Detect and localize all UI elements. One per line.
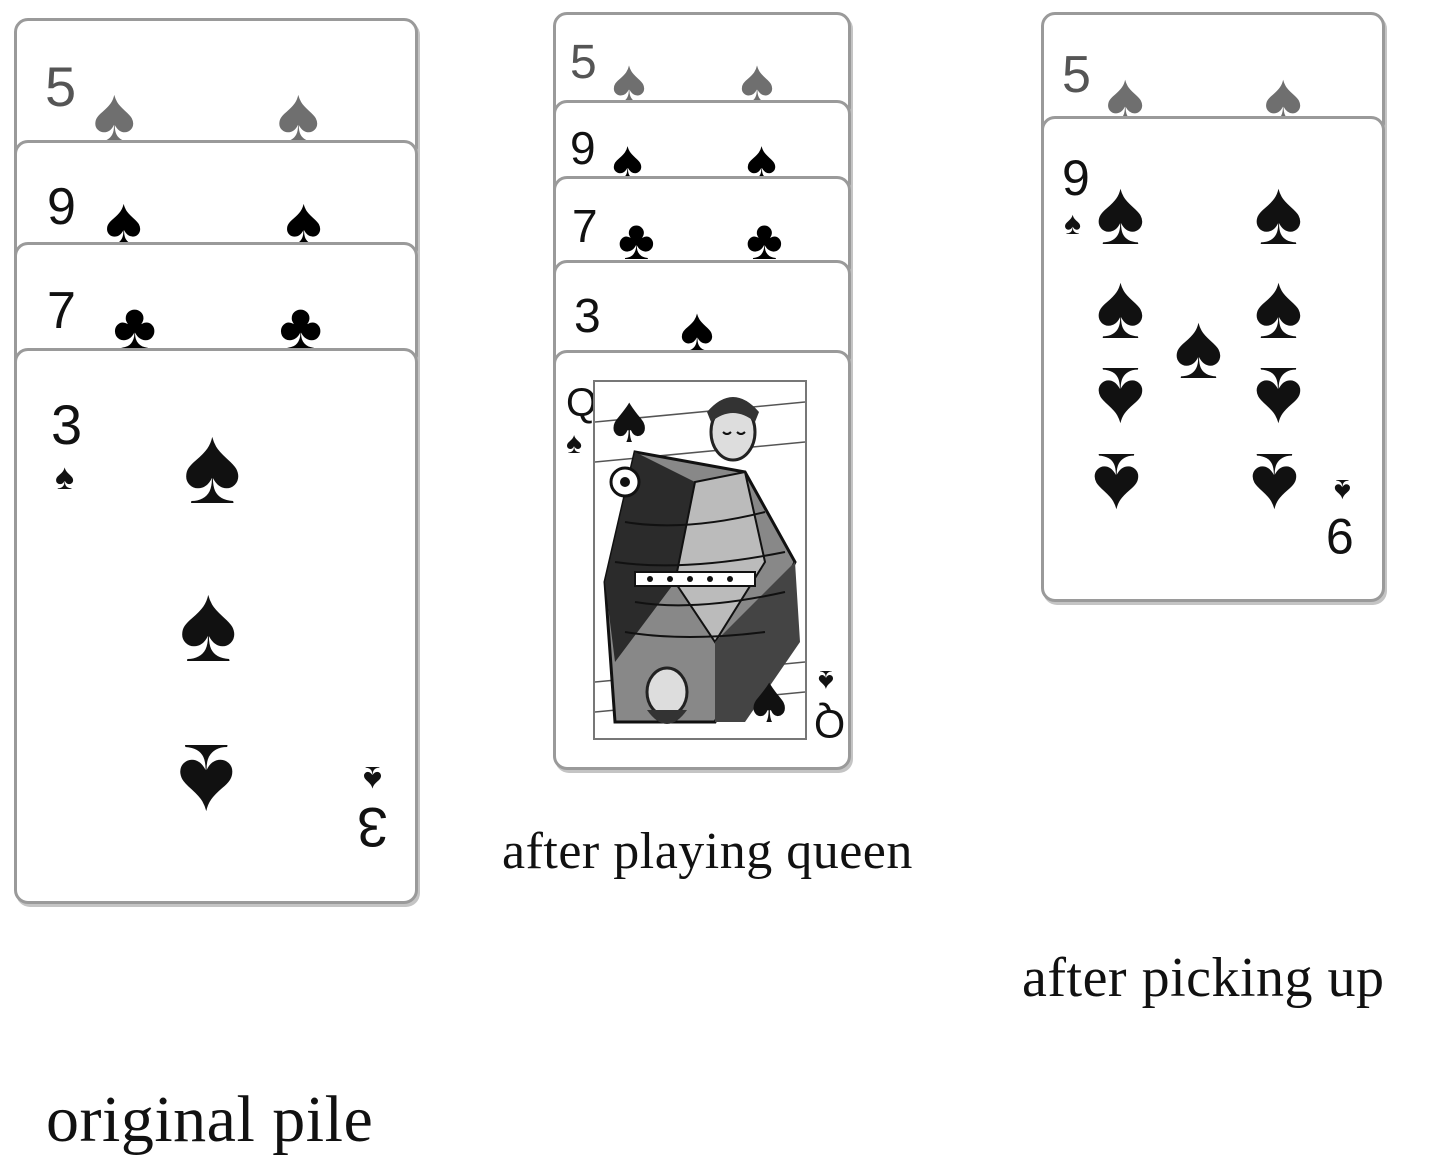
- spade-icon: ♠: [1096, 261, 1145, 353]
- spade-icon: ♠: [1254, 167, 1303, 259]
- card-rank-top: 3: [51, 397, 82, 453]
- card-rank-bottom: 3: [357, 799, 388, 855]
- queen-face-artwork: ♠ ♠: [593, 380, 807, 740]
- card-rank-bottom: Q: [814, 703, 845, 743]
- spade-icon: ♠: [179, 569, 237, 679]
- card-rank-top: 9: [1062, 153, 1090, 203]
- spade-icon: ♠: [363, 761, 382, 797]
- spade-icon: ♠: [1096, 167, 1145, 259]
- spade-icon: ♠: [183, 411, 241, 521]
- caption-after-playing-queen: after playing queen: [502, 822, 913, 881]
- card-rank: 5: [45, 59, 76, 115]
- spade-icon: ♠: [1254, 353, 1303, 445]
- spade-icon: ♠: [1064, 207, 1081, 239]
- card-rank: 9: [47, 181, 76, 233]
- spade-icon: ♠: [177, 727, 235, 837]
- spade-icon: ♠: [1092, 439, 1141, 531]
- card-rank: 7: [572, 203, 598, 249]
- spade-icon: ♠: [1254, 261, 1303, 353]
- card-rank: 9: [570, 125, 596, 171]
- caption-after-picking-up: after picking up: [1022, 946, 1385, 1010]
- card-rank-bottom: 9: [1326, 511, 1354, 561]
- card-9-spades[interactable]: 9 ♠ ♠ ♠ ♠ ♠ ♠ ♠ ♠ ♠ ♠ ♠ 9: [1041, 116, 1385, 602]
- spade-icon: ♠: [1250, 439, 1299, 531]
- caption-original-pile: original pile: [46, 1082, 373, 1158]
- spade-icon: ♠: [1096, 353, 1145, 445]
- spade-icon: ♠: [1334, 475, 1351, 507]
- card-rank: 5: [570, 39, 597, 87]
- card-queen-spades[interactable]: Q ♠: [553, 350, 851, 770]
- spade-icon: ♠: [566, 429, 582, 459]
- spade-icon: ♠: [55, 459, 74, 495]
- spade-icon: ♠: [818, 665, 834, 695]
- svg-text:♠: ♠: [605, 392, 653, 455]
- spade-icon: ♠: [1174, 301, 1223, 393]
- card-rank: 7: [47, 285, 76, 337]
- svg-text:♠: ♠: [745, 672, 793, 735]
- card-3-spades[interactable]: 3 ♠ ♠ ♠ ♠ ♠ 3: [14, 348, 418, 904]
- card-rank: 5: [1062, 49, 1091, 101]
- card-rank: 3: [574, 293, 601, 341]
